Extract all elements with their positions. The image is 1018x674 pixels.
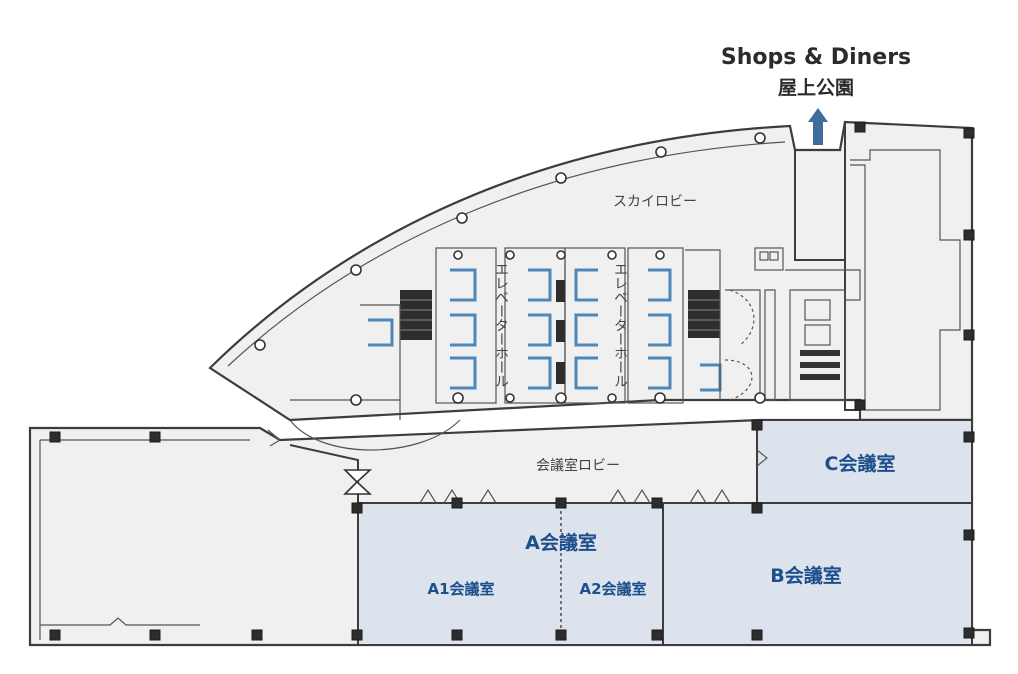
elevator-bank — [368, 247, 722, 404]
room-c-label[interactable]: C会議室 — [825, 452, 896, 475]
header-title-en: Shops & Diners — [721, 45, 911, 70]
room-b-label[interactable]: B会議室 — [770, 564, 841, 587]
door-swings — [267, 429, 768, 504]
arrow-up-icon[interactable] — [808, 108, 828, 145]
room-a2-label[interactable]: A2会議室 — [579, 580, 646, 598]
stair-symbol — [343, 469, 373, 495]
header-title-jp: 屋上公園 — [778, 77, 854, 99]
restroom-fixtures — [800, 299, 840, 380]
structural-columns — [49, 121, 975, 641]
ring-columns — [254, 132, 766, 406]
room-b-area[interactable] — [662, 502, 973, 646]
conference-lobby-label: 会議室ロビー — [536, 457, 620, 474]
stairs — [400, 290, 720, 340]
room-a1-label[interactable]: A1会議室 — [427, 580, 494, 598]
elevator-hall-label-1: エレベーターホール — [493, 262, 509, 388]
room-a-area[interactable] — [357, 502, 664, 646]
room-a-label[interactable]: A会議室 — [525, 531, 597, 554]
sky-lobby-label: スカイロビー — [613, 194, 697, 210]
elevator-hall-label-2: エレベーターホール — [612, 262, 628, 388]
